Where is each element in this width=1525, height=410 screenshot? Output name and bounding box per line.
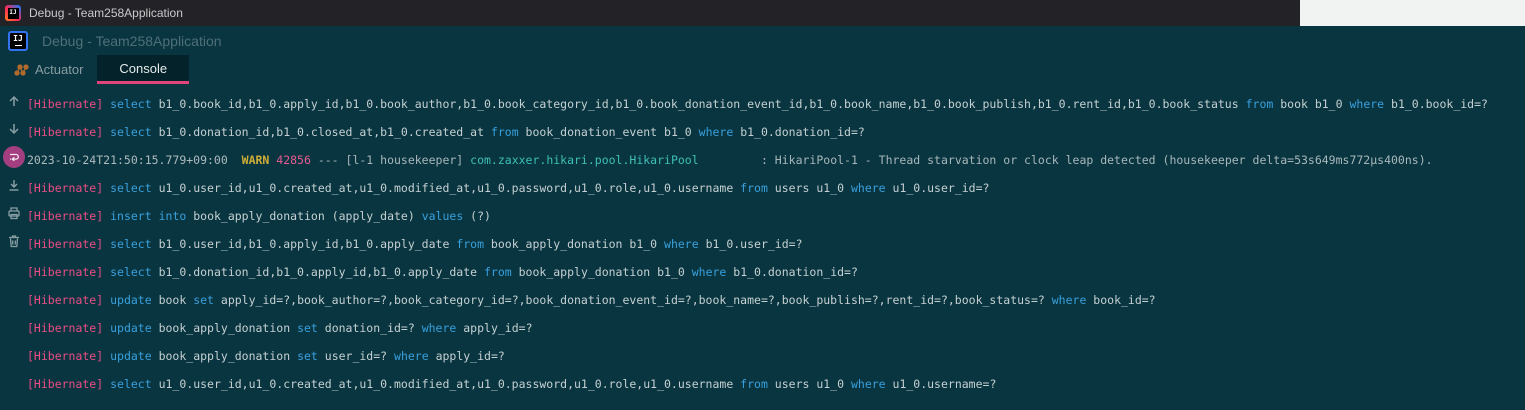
console-line: [Hibernate] update book_apply_donation s… xyxy=(27,321,533,335)
console-panel: [Hibernate] select b1_0.book_id,b1_0.app… xyxy=(0,84,1525,410)
window-title: Debug - Team258Application xyxy=(29,6,183,20)
console-line: [Hibernate] select b1_0.user_id,b1_0.app… xyxy=(27,237,803,251)
soft-wrap-icon[interactable] xyxy=(2,146,25,168)
console-line: [Hibernate] insert into book_apply_donat… xyxy=(27,209,491,223)
debug-tab-bar: Actuator Console xyxy=(0,55,1525,84)
down-arrow-icon[interactable] xyxy=(3,118,25,140)
tab-actuator-label: Actuator xyxy=(35,62,84,77)
console-line: [Hibernate] update book set apply_id=?,b… xyxy=(27,293,1156,307)
panel-title: Debug - Team258Application xyxy=(42,32,222,49)
console-line: [Hibernate] select u1_0.user_id,u1_0.cre… xyxy=(27,377,997,391)
print-icon[interactable] xyxy=(3,202,25,224)
intellij-app-icon: IJ xyxy=(5,5,21,21)
scroll-to-end-icon[interactable] xyxy=(3,174,25,196)
tab-actuator[interactable]: Actuator xyxy=(0,55,97,84)
actuator-graph-icon xyxy=(14,62,29,77)
console-toolbar xyxy=(0,84,27,410)
console-line: [Hibernate] select u1_0.user_id,u1_0.cre… xyxy=(27,181,990,195)
debug-panel-header: IJ Debug - Team258Application xyxy=(0,26,1525,55)
tab-console[interactable]: Console xyxy=(97,55,190,84)
console-output[interactable]: [Hibernate] select b1_0.book_id,b1_0.app… xyxy=(27,84,1525,410)
console-line: [Hibernate] select b1_0.donation_id,b1_0… xyxy=(27,125,865,139)
window-titlebar: IJ Debug - Team258Application xyxy=(0,0,1525,26)
console-line: 2023-10-24T21:50:15.779+09:00 WARN 42856… xyxy=(27,153,1433,167)
clear-all-icon[interactable] xyxy=(3,230,25,252)
console-line: [Hibernate] update book_apply_donation s… xyxy=(27,349,505,363)
intellij-debug-window-icon: IJ xyxy=(8,30,28,51)
tab-console-label: Console xyxy=(119,60,168,76)
console-line: [Hibernate] select b1_0.donation_id,b1_0… xyxy=(27,265,858,279)
up-arrow-icon[interactable] xyxy=(3,90,25,112)
titlebar-light-corner xyxy=(1300,0,1525,26)
console-line: [Hibernate] select b1_0.book_id,b1_0.app… xyxy=(27,97,1488,111)
